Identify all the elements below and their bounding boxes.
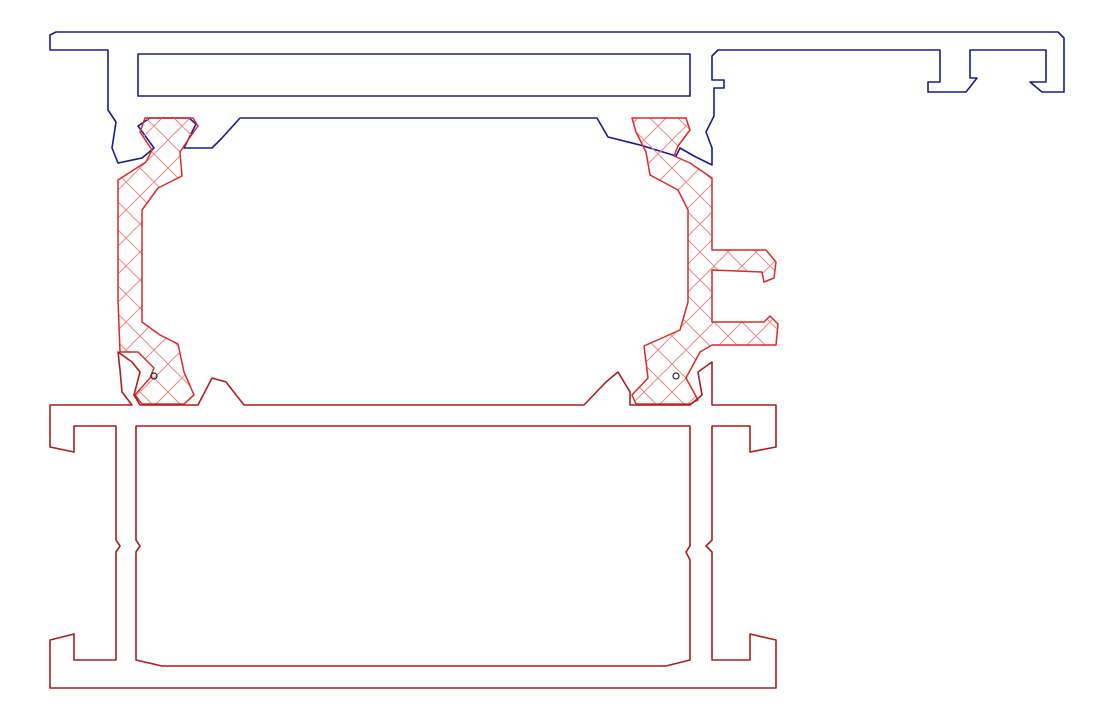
gasket-markers (150, 372, 680, 380)
left-thermal-break-shape (117, 117, 199, 405)
bottom-aluminum-profile (49, 351, 777, 689)
bottom-profile-outer-outline (49, 351, 777, 689)
right-thermal-break (631, 117, 779, 405)
right-thermal-break-shape (631, 117, 779, 405)
bottom-profile-inner-chamber (135, 425, 691, 667)
left-thermal-break (117, 117, 199, 405)
left-gasket-dot (150, 372, 158, 380)
top-profile-inner-slot (137, 53, 691, 97)
right-gasket-dot (672, 372, 680, 380)
